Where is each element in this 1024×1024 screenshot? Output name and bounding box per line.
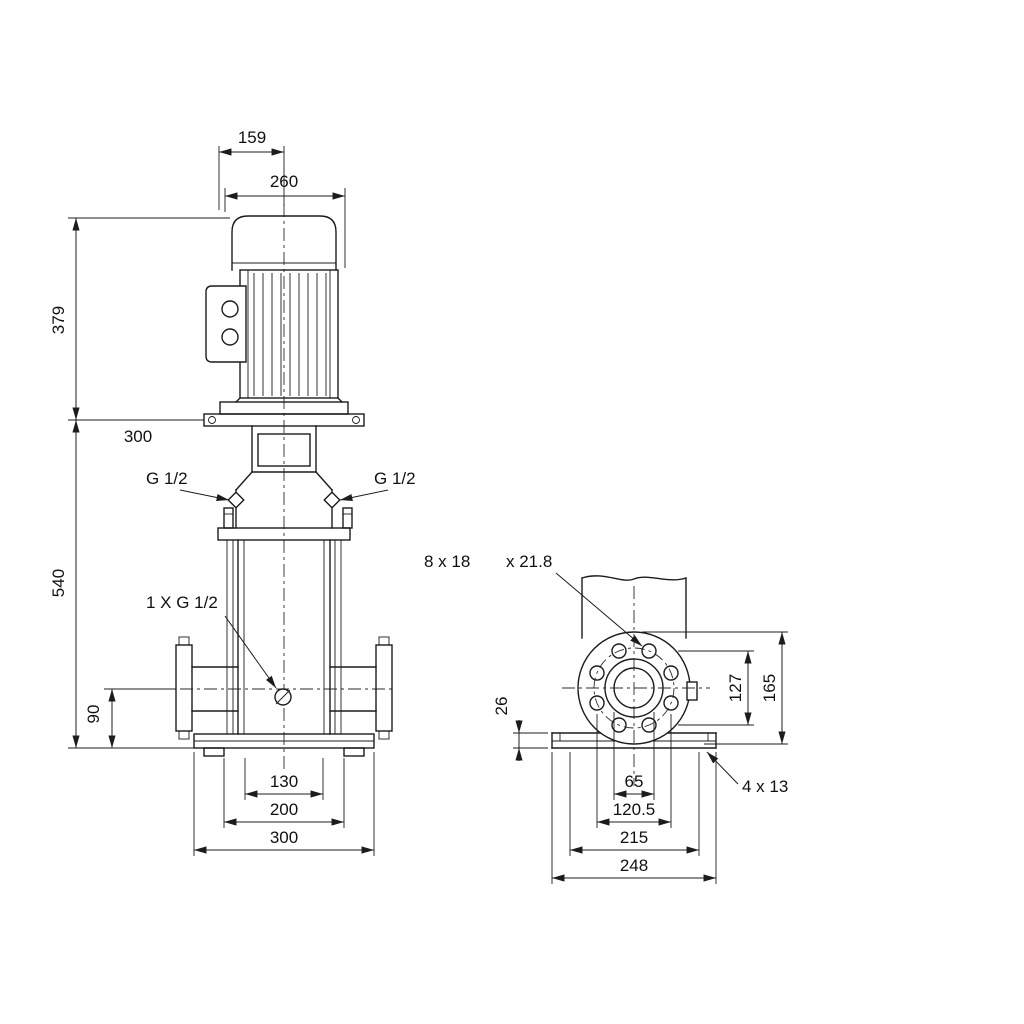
plug-label-left: G 1/2 bbox=[146, 469, 230, 502]
plug-label-right: G 1/2 bbox=[339, 469, 416, 501]
foot-right bbox=[343, 747, 365, 757]
port-flange-right bbox=[375, 644, 393, 732]
dim-130: 130 bbox=[244, 758, 324, 800]
dim-26: 26 bbox=[492, 697, 548, 761]
cable-entry-top bbox=[221, 300, 239, 318]
dim-120-5: 120.5 bbox=[596, 714, 672, 828]
motor-fins bbox=[253, 273, 327, 396]
dim-300-base-label: 300 bbox=[270, 828, 298, 847]
dim-127-label: 127 bbox=[726, 674, 745, 702]
dim-379: 379 bbox=[49, 217, 230, 421]
motor bbox=[203, 215, 365, 427]
side-view: 8 x 18 x 21.8 26 127 165 bbox=[424, 552, 788, 884]
port-flange-left bbox=[175, 644, 193, 732]
dim-90-label: 90 bbox=[84, 705, 103, 724]
pump-head bbox=[217, 471, 353, 541]
plug-right-label: G 1/2 bbox=[374, 469, 416, 488]
dim-65: 65 bbox=[613, 712, 655, 800]
dim-260: 260 bbox=[224, 172, 346, 268]
dim-26-label: 26 bbox=[492, 697, 511, 716]
dim-65-label: 65 bbox=[625, 772, 644, 791]
bolt-circle bbox=[593, 647, 675, 729]
vent-plug-right bbox=[323, 491, 341, 509]
drain-label: 1 X G 1/2 bbox=[146, 593, 218, 612]
pump-sleeve bbox=[226, 539, 342, 735]
drain-label-group: 1 X G 1/2 bbox=[146, 593, 277, 689]
slots-label: 4 x 13 bbox=[742, 777, 788, 796]
dim-200-label: 200 bbox=[270, 800, 298, 819]
dim-248: 248 bbox=[551, 752, 717, 884]
stud-right bbox=[342, 507, 353, 529]
dim-130-label: 130 bbox=[270, 772, 298, 791]
dim-165-label: 165 bbox=[760, 674, 779, 702]
side-plug-tab bbox=[686, 681, 698, 701]
dim-127: 127 bbox=[678, 650, 754, 726]
dim-300-offset: 300 bbox=[124, 427, 152, 446]
dim-215: 215 bbox=[569, 752, 700, 856]
dim-159: 159 bbox=[218, 128, 285, 210]
vent-plug-left bbox=[227, 491, 245, 509]
dim-159-label: 159 bbox=[238, 128, 266, 147]
plug-left-label: G 1/2 bbox=[146, 469, 188, 488]
dim-165: 165 bbox=[642, 631, 788, 745]
base-front bbox=[193, 733, 375, 757]
holes-label-b: x 21.8 bbox=[506, 552, 552, 571]
dim-540: 540 bbox=[49, 420, 194, 749]
dim-248-label: 248 bbox=[620, 856, 648, 875]
dim-90: 90 bbox=[84, 688, 176, 748]
front-view: 159 260 379 300 540 bbox=[49, 128, 416, 856]
foot-left bbox=[203, 747, 225, 757]
bolt-holes bbox=[589, 643, 679, 733]
cable-entry-bottom bbox=[221, 328, 239, 346]
coupling-window bbox=[257, 433, 311, 467]
head-flange bbox=[217, 527, 351, 541]
terminal-box bbox=[205, 285, 247, 363]
dim-540-label: 540 bbox=[49, 569, 68, 597]
side-centerlines bbox=[562, 586, 710, 786]
dim-200: 200 bbox=[223, 758, 345, 828]
coupling bbox=[251, 425, 317, 473]
stud-left bbox=[223, 507, 234, 529]
dim-379-label: 379 bbox=[49, 306, 68, 334]
holes-label-a: 8 x 18 bbox=[424, 552, 470, 571]
drain-plug bbox=[274, 688, 292, 706]
base-slots-label-group: 4 x 13 bbox=[706, 751, 788, 796]
dim-300-base: 300 bbox=[193, 752, 375, 856]
dim-120-5-label: 120.5 bbox=[613, 800, 656, 819]
ports bbox=[175, 636, 393, 740]
side-body bbox=[581, 575, 687, 639]
dim-300-offset-label: 300 bbox=[124, 427, 152, 446]
flange-holes-label-group: 8 x 18 x 21.8 bbox=[424, 552, 643, 647]
dim-215-label: 215 bbox=[620, 828, 648, 847]
dim-260-label: 260 bbox=[270, 172, 298, 191]
